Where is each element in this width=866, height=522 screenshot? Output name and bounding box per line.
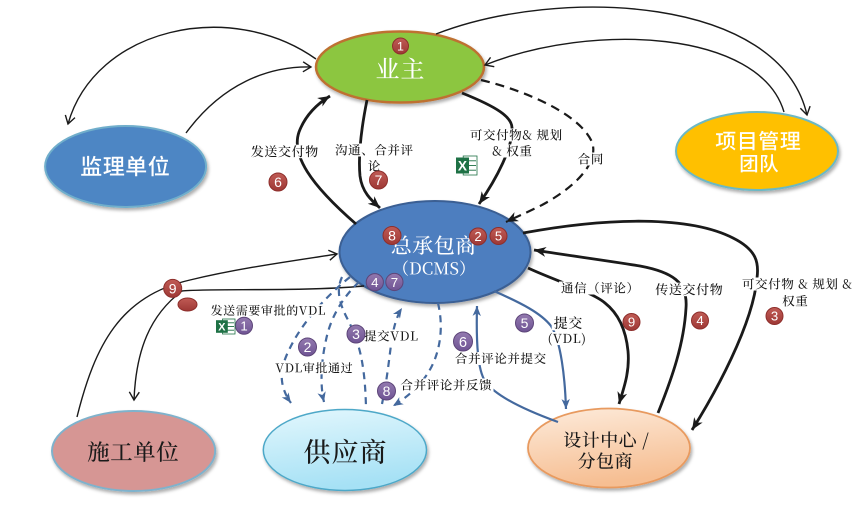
svg-text:9: 9	[169, 280, 177, 296]
svg-text:8: 8	[388, 228, 396, 244]
svg-text:7: 7	[391, 275, 398, 290]
svg-text:3: 3	[352, 326, 360, 342]
svg-text:6: 6	[459, 335, 467, 351]
svg-text:8: 8	[383, 383, 391, 399]
svg-text:1: 1	[397, 40, 404, 54]
svg-text:4: 4	[371, 275, 378, 290]
svg-text:5: 5	[521, 315, 529, 331]
svg-text:5: 5	[495, 229, 502, 244]
svg-text:X: X	[458, 158, 468, 173]
svg-text:3: 3	[771, 309, 778, 324]
svg-text:2: 2	[474, 229, 481, 244]
svg-text:6: 6	[274, 174, 282, 190]
svg-text:4: 4	[696, 313, 703, 328]
svg-text:2: 2	[304, 339, 312, 355]
svg-text:1: 1	[240, 318, 247, 333]
svg-text:X: X	[218, 321, 226, 333]
svg-text:9: 9	[628, 315, 635, 330]
svg-text:7: 7	[375, 172, 383, 188]
